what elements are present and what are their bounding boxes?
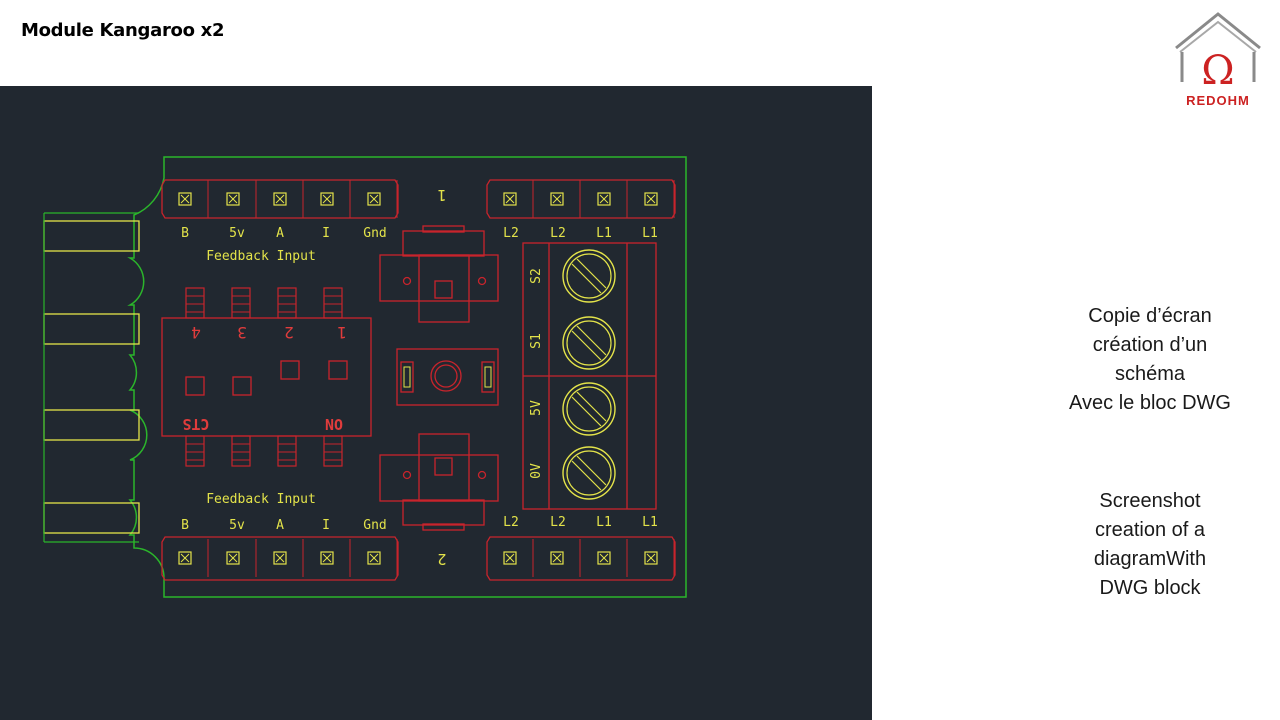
header-pin	[503, 180, 534, 218]
bottom-left-pin-labels: B 5v A I Gnd	[181, 518, 387, 533]
pin-label: L1	[642, 226, 658, 241]
terminal-label: S1	[529, 333, 544, 349]
terminal-screw	[562, 316, 616, 370]
dip-number: 3	[237, 323, 247, 342]
channel-mark-1: 1	[437, 186, 446, 204]
header-pin	[273, 180, 304, 218]
dip-right-label: ON	[325, 415, 343, 433]
caption-line: diagramWith	[1093, 548, 1207, 570]
terminal-screw	[562, 382, 616, 436]
edge-connector	[43, 409, 140, 441]
header-pin	[178, 180, 209, 218]
header-pin	[178, 539, 209, 577]
caption-line: schéma	[1114, 363, 1186, 385]
pin-label: L2	[550, 226, 566, 241]
pin-label: L2	[503, 226, 519, 241]
caption-line: Copie d’écran	[1088, 305, 1212, 327]
header-pin	[644, 180, 675, 218]
cad-drawing-viewport[interactable]: B 5v A I Gnd Feedback Input Feedback Inp…	[0, 86, 872, 720]
dip-lever	[323, 287, 343, 467]
header-pin	[226, 180, 257, 218]
dip-number: 1	[337, 323, 347, 342]
terminal-label: 5V	[529, 400, 544, 416]
terminal-screw	[562, 446, 616, 500]
omega-symbol: Ω	[1201, 48, 1234, 94]
kangaroo-module-drawing: B 5v A I Gnd Feedback Input Feedback Inp…	[43, 156, 687, 598]
pin-label: Gnd	[363, 226, 386, 241]
header-pin	[367, 539, 398, 577]
pin-label: I	[322, 518, 330, 533]
edge-connector	[43, 220, 140, 252]
channel-mark-2: 2	[437, 550, 446, 568]
edge-connector	[43, 502, 140, 534]
pin-label: L2	[550, 515, 566, 530]
header-pin	[320, 180, 351, 218]
header-top-right	[486, 179, 676, 219]
header-pin	[597, 539, 628, 577]
pushbutton-top	[379, 225, 499, 323]
slide-title: Module Kangaroo x2	[21, 20, 225, 41]
feedback-input-label-top: Feedback Input	[206, 249, 316, 264]
header-pin	[550, 539, 581, 577]
pin-label: 5v	[229, 226, 245, 241]
header-pin	[503, 539, 534, 577]
bottom-right-pin-labels: L2 L2 L1 L1	[503, 515, 658, 530]
pin-label: I	[322, 226, 330, 241]
pin-label: Gnd	[363, 518, 386, 533]
header-pin	[597, 180, 628, 218]
caption-french: Copie d’écran création d’un schéma Avec …	[1030, 302, 1270, 418]
header-bottom-right	[486, 536, 676, 581]
screw-terminal-block: S2 S1 5V 0V	[522, 242, 657, 510]
dip-left-label: CTS	[182, 415, 209, 433]
redohm-logo: Ω REDOHM	[1170, 10, 1266, 110]
pin-label: L1	[642, 515, 658, 530]
dip-lever	[185, 287, 205, 467]
dip-switch: 4 3 2 1 CTS ON	[161, 287, 372, 467]
dip-lever	[277, 287, 297, 467]
header-pin	[367, 180, 398, 218]
tactile-switch	[396, 348, 499, 406]
pin-label: B	[181, 226, 189, 241]
pin-label: L1	[596, 515, 612, 530]
board-outline	[127, 156, 687, 598]
header-pin	[273, 539, 304, 577]
caption-line: Avec le bloc DWG	[1069, 392, 1231, 414]
top-left-pin-labels: B 5v A I Gnd	[181, 226, 387, 241]
dip-lever	[231, 287, 251, 467]
logo-text: REDOHM	[1186, 93, 1250, 108]
pin-label: 5v	[229, 518, 245, 533]
pin-label: L2	[503, 515, 519, 530]
caption-line: creation of a	[1094, 519, 1206, 541]
header-pin	[644, 539, 675, 577]
terminal-screw	[562, 249, 616, 303]
pin-label: B	[181, 518, 189, 533]
pin-label: A	[276, 226, 284, 241]
terminal-label: 0V	[529, 463, 544, 479]
header-pin	[550, 180, 581, 218]
terminal-label: S2	[529, 268, 544, 284]
pushbutton-bottom	[379, 433, 499, 531]
edge-connector	[43, 313, 140, 345]
header-pin	[320, 539, 351, 577]
caption-english: Screenshot creation of a diagramWith DWG…	[1030, 487, 1270, 603]
pin-label: L1	[596, 226, 612, 241]
top-right-pin-labels: L2 L2 L1 L1	[503, 226, 658, 241]
header-bottom-left	[161, 536, 399, 581]
dip-number: 2	[284, 323, 294, 342]
feedback-input-label-bottom: Feedback Input	[206, 492, 316, 507]
caption-line: création d’un	[1092, 334, 1208, 356]
caption-line: DWG block	[1099, 577, 1201, 599]
caption-line: Screenshot	[1099, 490, 1201, 512]
house-omega-icon: Ω REDOHM	[1175, 12, 1261, 108]
dip-number: 4	[191, 323, 201, 342]
header-pin	[226, 539, 257, 577]
header-top-left	[161, 179, 399, 219]
pin-label: A	[276, 518, 284, 533]
